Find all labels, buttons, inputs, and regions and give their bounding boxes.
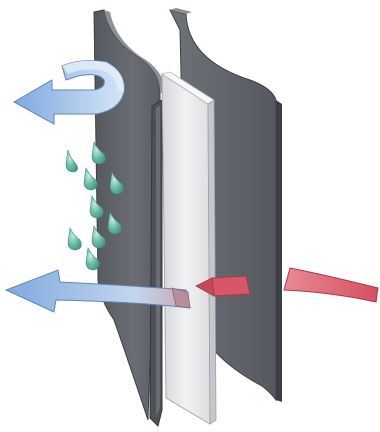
central-membrane [162, 72, 216, 424]
water-droplet-icon [66, 150, 78, 172]
front-plate-spine [150, 100, 162, 426]
water-droplet-icon [84, 168, 97, 190]
water-droplet-icon [68, 228, 81, 250]
